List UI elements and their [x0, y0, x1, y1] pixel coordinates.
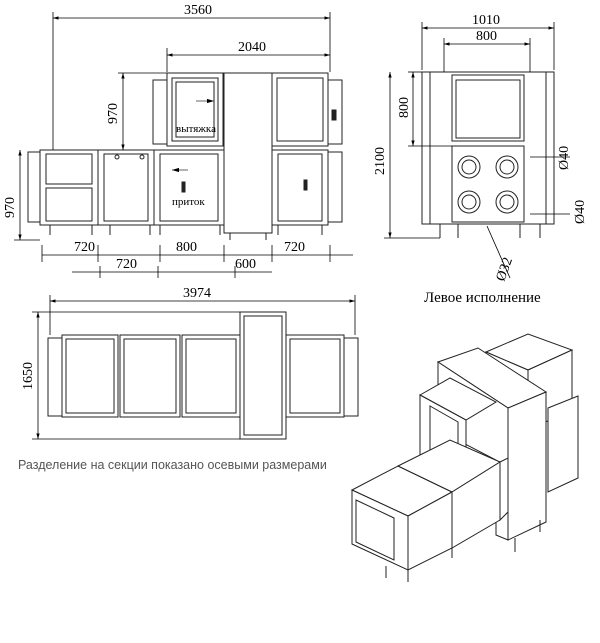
dim-front-bottom-right: 720: [284, 240, 305, 255]
dim-side-inner-width: 800: [476, 29, 497, 44]
dim-front-left-height: 970: [3, 197, 18, 218]
upper-column: [224, 73, 272, 233]
top-view: [48, 312, 358, 439]
dim-top-total-width: 3974: [183, 286, 211, 301]
dim-front-upper-width: 2040: [238, 40, 266, 55]
dim-front-bottom2-left: 720: [116, 257, 137, 272]
upper-unit-right: [272, 73, 328, 146]
label-exhaust: вытяжка: [176, 123, 216, 135]
dim-front-upper-height: 970: [106, 103, 121, 124]
dim-side-fan-1: Ø40: [557, 146, 572, 170]
side-view: [422, 72, 554, 238]
lower-module-4: [272, 150, 328, 225]
dim-top-depth: 1650: [21, 362, 36, 390]
dim-side-top-height: 800: [397, 97, 412, 118]
front-view: [28, 73, 342, 240]
dim-side-total-height: 2100: [373, 147, 388, 175]
lower-module-2: [98, 150, 154, 225]
dim-front-total-width: 3560: [184, 3, 212, 18]
dim-side-outer-width: 1010: [472, 13, 500, 28]
caption-iso: Левое исполнение: [424, 290, 541, 306]
label-supply: приток: [172, 196, 205, 208]
isometric-view: [352, 334, 578, 643]
dim-front-bottom2-right: 600: [235, 257, 256, 272]
dim-front-bottom-middle: 800: [176, 240, 197, 255]
dim-front-bottom-left: 720: [74, 240, 95, 255]
dim-side-drain: Ø32: [494, 256, 516, 284]
dim-side-fan-2: Ø40: [573, 200, 588, 224]
caption-sections: Разделение на секции показано осевыми ра…: [18, 458, 327, 472]
lower-module-3: [154, 150, 224, 225]
